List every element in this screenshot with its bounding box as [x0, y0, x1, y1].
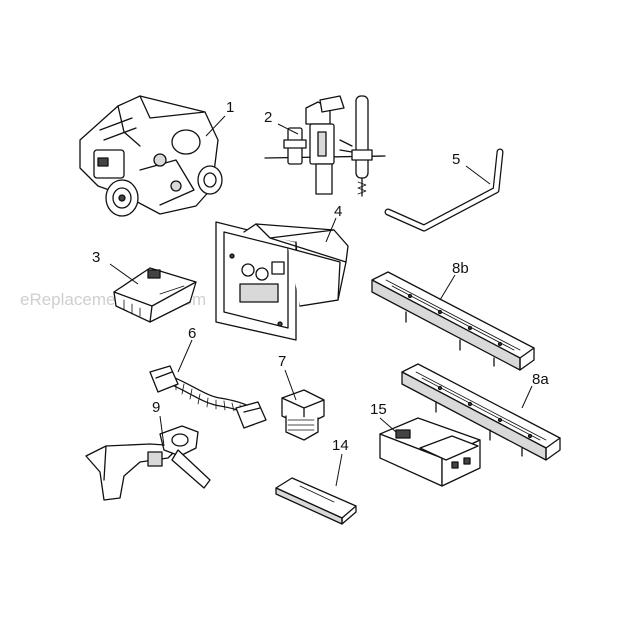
part-4-control-panel[interactable]: [215, 221, 349, 341]
callout-4: 4: [334, 203, 342, 220]
callout-1: 1: [226, 99, 234, 116]
part-8a-burner-tray[interactable]: [401, 363, 561, 461]
part-1-gas-valve[interactable]: [79, 95, 223, 217]
part-14-pad[interactable]: [275, 477, 357, 525]
part-8b-burner-tray[interactable]: [371, 271, 535, 371]
callout-7: 7: [278, 353, 286, 370]
leader-lines: [109, 115, 533, 487]
part-7-fitting[interactable]: [281, 389, 325, 441]
part-6-flex-connector[interactable]: [149, 365, 267, 429]
part-2-pilot-assembly[interactable]: [264, 95, 386, 197]
callout-9: 9: [152, 399, 160, 416]
callout-8b: 8b: [452, 260, 469, 277]
callout-6: 6: [188, 325, 196, 342]
part-9-bracket[interactable]: [85, 425, 211, 501]
part-5-rod[interactable]: [384, 148, 504, 232]
part-15-box[interactable]: [379, 417, 481, 487]
callout-3: 3: [92, 249, 100, 266]
callout-15: 15: [370, 401, 387, 418]
callout-14: 14: [332, 437, 349, 454]
callout-8a: 8a: [532, 371, 549, 388]
callout-5: 5: [452, 151, 460, 168]
callout-2: 2: [264, 109, 272, 126]
